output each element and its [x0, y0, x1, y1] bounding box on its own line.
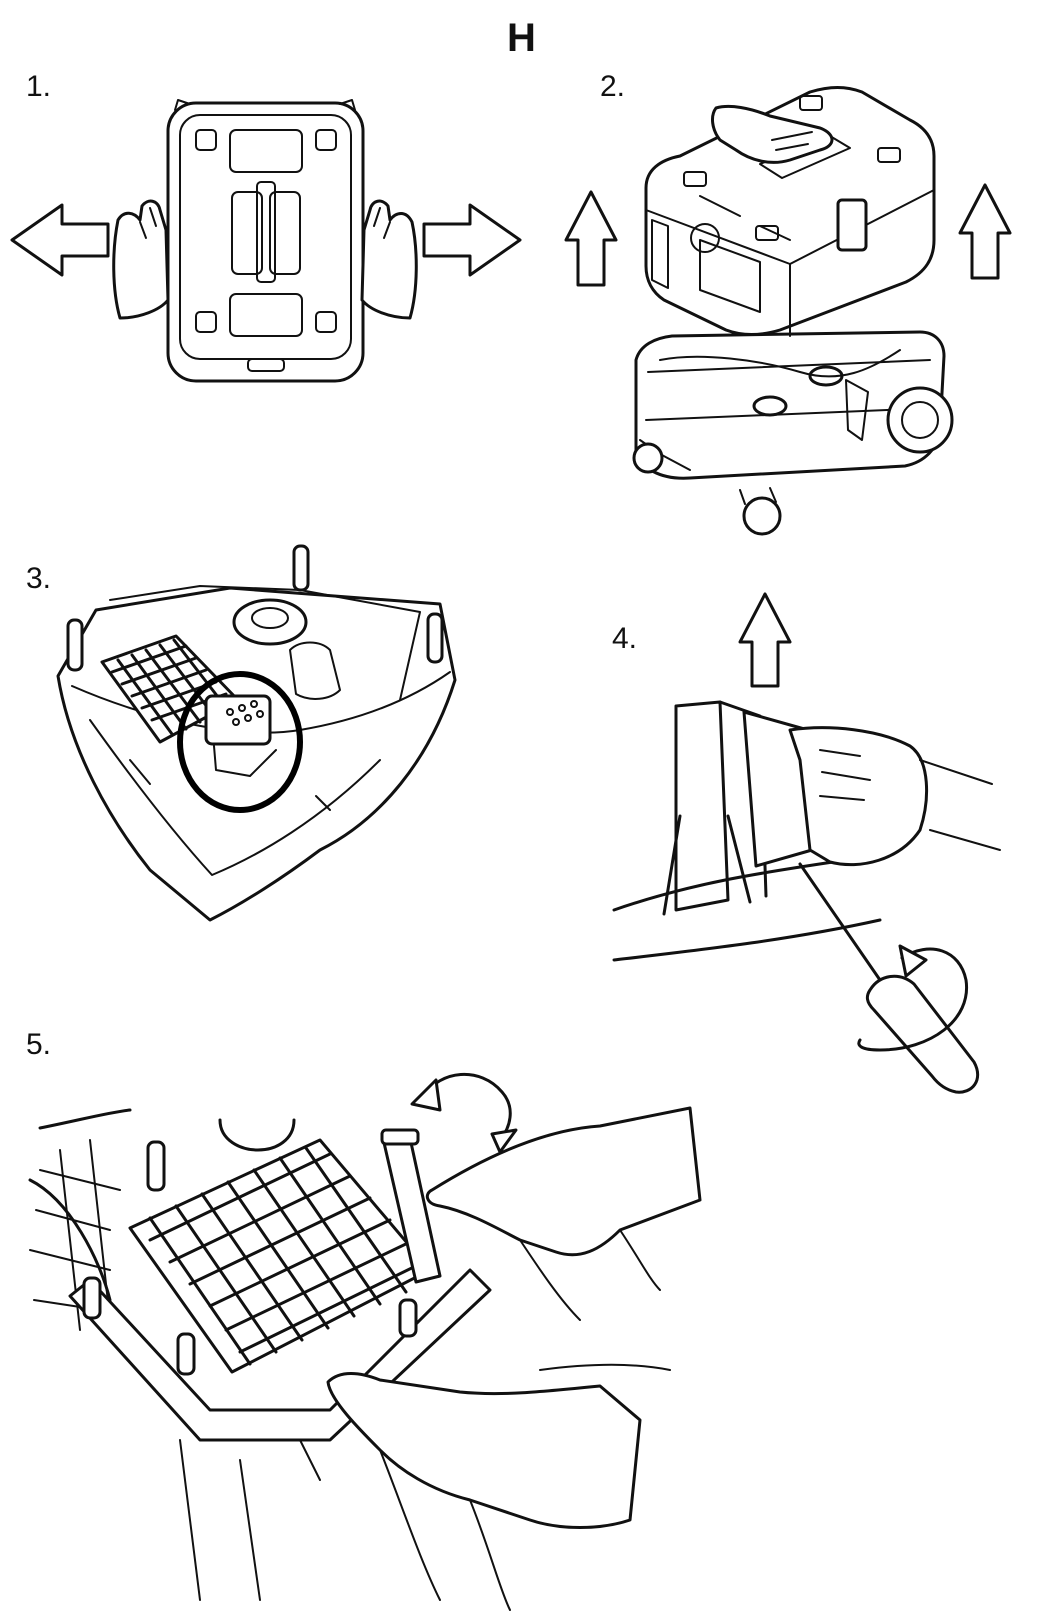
step-4-number: 4.: [612, 622, 638, 655]
vacuum-lid-top-view: [166, 101, 365, 383]
left-hand-icon: [112, 199, 170, 320]
front-caster: [632, 442, 664, 474]
rotate-arrow-icon: [422, 1072, 512, 1142]
step-3-number: 3.: [26, 562, 52, 595]
left-arrow-icon: [10, 203, 110, 277]
step-3-illustration: [56, 544, 457, 922]
up-arrow-icon: [958, 183, 1012, 280]
right-hand-icon: [360, 199, 418, 320]
step-5-illustration: [28, 1072, 702, 1611]
tank-latch: [845, 379, 869, 441]
rotate-arrow-icon: [857, 947, 969, 1052]
hand-icon: [788, 726, 929, 867]
post: [146, 1140, 166, 1192]
right-arrow-icon: [422, 203, 522, 277]
step-5-number: 5.: [26, 1028, 52, 1061]
post: [292, 544, 310, 592]
hand-icon: [425, 1106, 702, 1257]
tank-rim: [68, 1268, 492, 1442]
up-arrow-icon: [738, 592, 792, 688]
post: [82, 1276, 102, 1320]
screwdriver-shaft: [798, 862, 882, 982]
filter-cartridge: [128, 1138, 432, 1374]
step-1-illustration: [10, 99, 522, 383]
hand-icon: [711, 104, 834, 164]
vacuum-head: [644, 86, 936, 336]
hand-icon: [326, 1372, 642, 1529]
step-2-number: 2.: [600, 70, 626, 103]
post: [426, 612, 444, 664]
post: [176, 1332, 196, 1376]
post: [66, 618, 84, 672]
screwdriver-handle: [865, 974, 980, 1094]
head-latch: [836, 198, 868, 252]
step-2-illustration: [564, 86, 1012, 536]
motor-housing: [232, 598, 308, 646]
section-letter: H: [507, 16, 536, 60]
up-arrow-icon: [564, 190, 618, 287]
step-1-number: 1.: [26, 70, 52, 103]
highlight-circle: [177, 671, 303, 813]
front-caster: [742, 496, 782, 536]
post: [398, 1298, 418, 1338]
rear-wheel: [886, 386, 954, 454]
step-4-illustration: [612, 592, 1001, 1094]
